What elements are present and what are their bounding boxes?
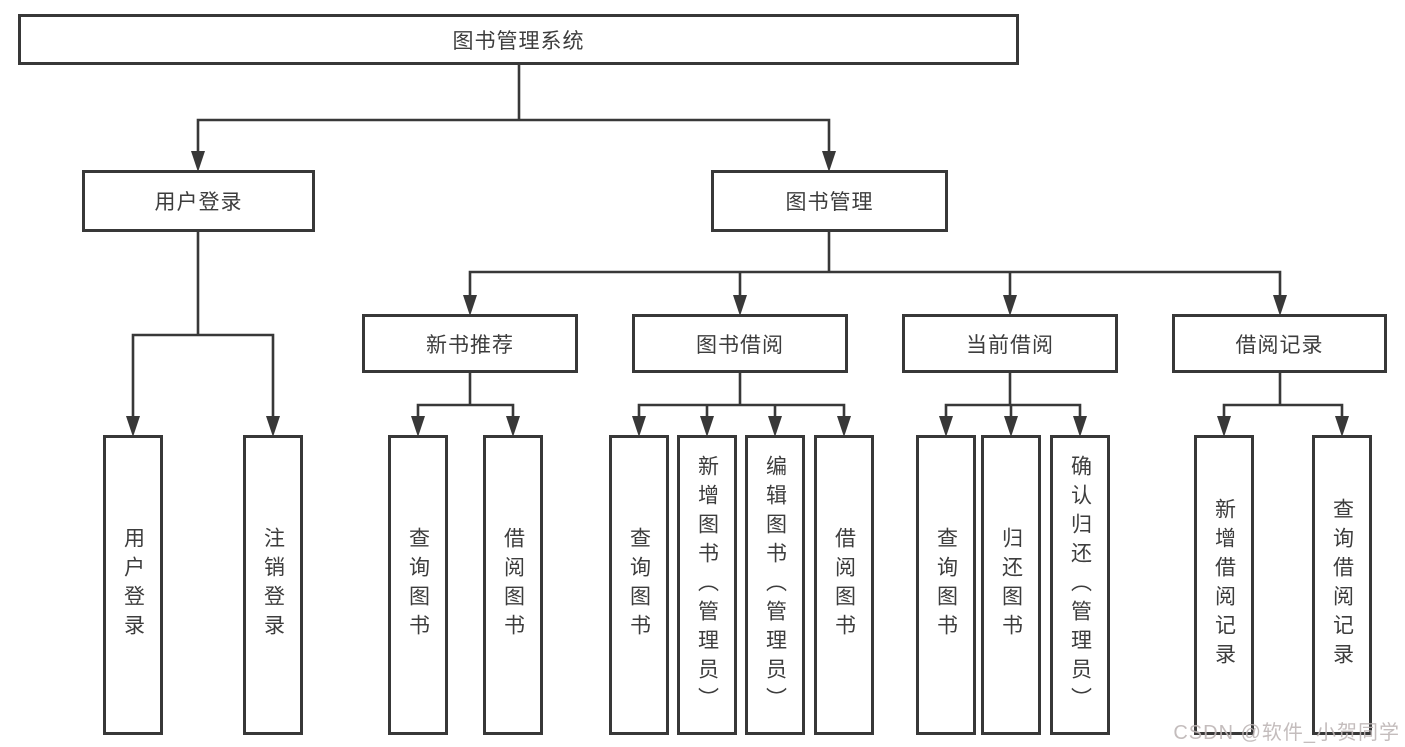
leaf-edit-books-admin: 编辑图书（管理员） [745,435,805,735]
node-book-borrow: 图书借阅 [632,314,848,373]
leaf-query-books-2: 查询图书 [609,435,669,735]
node-book-management: 图书管理 [711,170,948,232]
leaf-confirm-return-admin: 确认归还（管理员） [1050,435,1110,735]
node-user-login: 用户登录 [82,170,315,232]
leaf-borrow-books-2: 借阅图书 [814,435,874,735]
leaf-query-books-3: 查询图书 [916,435,976,735]
node-current-borrow: 当前借阅 [902,314,1118,373]
leaf-logout: 注销登录 [243,435,303,735]
leaf-borrow-books-1: 借阅图书 [483,435,543,735]
leaf-return-books: 归还图书 [981,435,1041,735]
node-new-book-recommend: 新书推荐 [362,314,578,373]
leaf-query-books-1: 查询图书 [388,435,448,735]
csdn-watermark: CSDN @软件_小贺同学 [1173,722,1400,744]
node-borrow-records: 借阅记录 [1172,314,1387,373]
leaf-query-borrow-record: 查询借阅记录 [1312,435,1372,735]
leaf-user-login: 用户登录 [103,435,163,735]
leaf-add-books-admin: 新增图书（管理员） [677,435,737,735]
leaf-add-borrow-record: 新增借阅记录 [1194,435,1254,735]
node-library-management-system: 图书管理系统 [18,14,1019,65]
